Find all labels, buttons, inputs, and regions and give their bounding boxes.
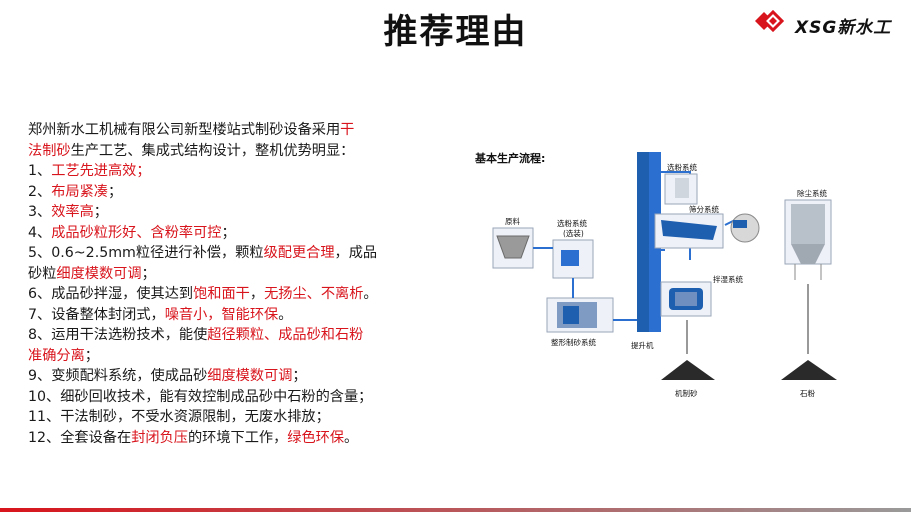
reason-item-5-cont: 砂粒细度模数可调； bbox=[28, 265, 156, 282]
select1b-label: (选装) bbox=[563, 228, 584, 238]
reason-item-8-cont: 准确分离； bbox=[28, 347, 99, 364]
reason-item-9: 9、变频配料系统，使成品砂细度模数可调； bbox=[28, 368, 307, 384]
fan-unit bbox=[730, 213, 760, 243]
mixing-system: 拌湿系统 bbox=[660, 274, 743, 317]
mix-label: 拌湿系统 bbox=[713, 274, 743, 284]
reason-item-4: 4、成品砂粒形好、含粉率可控； bbox=[28, 224, 236, 241]
sand-pile: 机制砂 bbox=[661, 320, 715, 398]
select1-label: 选粉系统 bbox=[557, 218, 587, 228]
reason-item-6: 6、成品砂拌湿，使其达到饱和面干，无扬尘、不离析。 bbox=[28, 286, 378, 302]
intro-line-2: 法制砂生产工艺、集成式结构设计，整机优势明显： bbox=[28, 142, 355, 159]
reason-item-2: 2、布局紧凑； bbox=[28, 183, 123, 200]
reasons-text: 郑州新水工机械有限公司新型楼站式制砂设备采用干 法制砂生产工艺、集成式结构设计，… bbox=[28, 120, 448, 448]
screening-system: 筛分系统 bbox=[654, 204, 724, 249]
reason-item-10: 10、细砂回收技术，能有效控制成品砂中石粉的含量； bbox=[28, 388, 373, 405]
reason-item-12: 12、全套设备在封闭负压的环境下工作，绿色环保。 bbox=[28, 429, 359, 446]
reason-item-5: 5、0.6~2.5mm粒径进行补偿，颗粒级配更合理，成品 bbox=[28, 245, 378, 261]
select2-label: 选粉系统 bbox=[667, 162, 697, 172]
reason-item-11: 11、干法制砂，不受水资源限制，无废水排放； bbox=[28, 409, 330, 425]
diagram-heading: 基本生产流程: bbox=[474, 151, 545, 165]
raw-material-hopper: 原料 bbox=[492, 216, 534, 269]
footer-accent-bar bbox=[0, 508, 911, 512]
sand-label: 机制砂 bbox=[675, 388, 698, 398]
screen-label: 筛分系统 bbox=[689, 204, 719, 214]
reason-item-7: 7、设备整体封闭式，噪音小，智能环保。 bbox=[28, 306, 293, 323]
powder-selection-system-1: 选粉系统 (选装) bbox=[552, 218, 594, 279]
page-title: 推荐理由 bbox=[383, 12, 528, 52]
elevator-label: 提升机 bbox=[631, 340, 654, 350]
raw-material-label: 原料 bbox=[505, 216, 520, 226]
intro-line-1: 郑州新水工机械有限公司新型楼站式制砂设备采用干 bbox=[28, 122, 355, 138]
reason-item-1: 1、工艺先进高效； bbox=[28, 163, 151, 179]
xsg-logo-icon bbox=[755, 9, 785, 33]
logo-text: XSG新水工 bbox=[795, 18, 892, 38]
production-flow-diagram: 基本生产流程: 原料 选粉系统 (选装) 整形制砂系统 提升机 bbox=[474, 151, 837, 398]
powder-selection-system-2: 选粉系统 bbox=[664, 162, 698, 205]
reason-item-8: 8、运用干法选粉技术，能使超径颗粒、成品砂和石粉 bbox=[28, 327, 364, 343]
stone-label: 石粉 bbox=[800, 388, 815, 398]
reason-item-3: 3、效率高； bbox=[28, 204, 108, 220]
stone-powder-pile: 石粉 bbox=[781, 284, 837, 398]
company-logo: XSG新水工 bbox=[751, 6, 901, 38]
dust-label: 除尘系统 bbox=[797, 188, 827, 198]
shaping-sand-system: 整形制砂系统 bbox=[546, 297, 614, 347]
dust-removal-system: 除尘系统 bbox=[784, 188, 832, 280]
shaping-label: 整形制砂系统 bbox=[551, 337, 596, 347]
